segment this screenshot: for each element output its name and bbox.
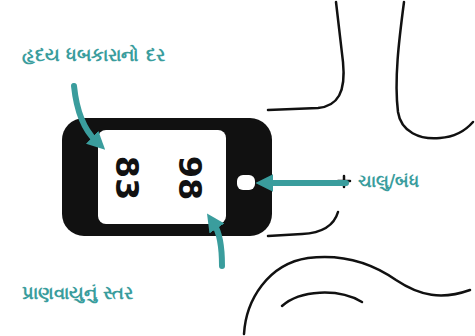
callout-arrows <box>74 86 346 266</box>
hand-outline <box>397 2 473 138</box>
oxygen-reading: 98 <box>171 156 209 201</box>
device-screen <box>98 130 226 224</box>
callout-label: હૃદય ધબકારાનો દર <box>22 44 165 66</box>
callout-label: પ્રાણવાયુનું સ્તર <box>22 282 133 304</box>
finger-outline <box>268 212 338 236</box>
callout-label: ચાલુ/બંધ <box>358 171 419 191</box>
callout-arrow <box>268 180 346 186</box>
power-button <box>237 175 255 190</box>
thumb-crease <box>282 293 362 306</box>
callout-arrow <box>74 86 96 141</box>
pulse-reading: 83 <box>108 156 146 201</box>
finger-outline <box>268 2 344 110</box>
thumb-outline <box>244 257 470 334</box>
hand <box>244 2 473 334</box>
callout-arrow <box>214 224 222 266</box>
